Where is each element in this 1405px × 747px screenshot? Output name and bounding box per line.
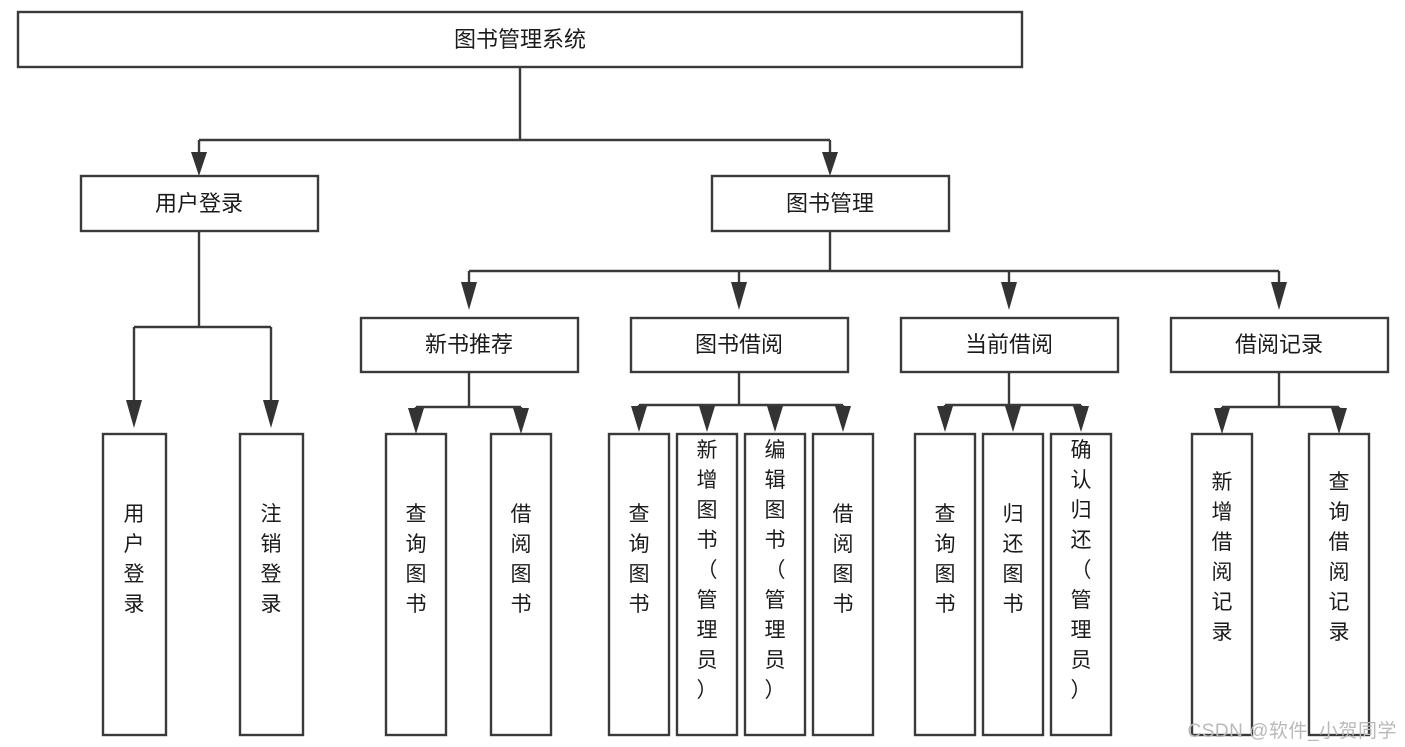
node-new-book-recommend[interactable]: 新书推荐 [359, 316, 580, 374]
node-leaf-borrow-book-1-label: 借阅图书 [511, 503, 532, 616]
node-leaf-borrow-book-2[interactable]: 借阅图书 [811, 432, 875, 737]
node-leaf-return-book-label: 归还图书 [1003, 503, 1024, 616]
node-leaf-add-record[interactable]: 新增借阅记录 [1190, 432, 1254, 737]
arrow-head-leaf-edit-book [767, 406, 783, 432]
node-leaf-query-book-2-label: 查询图书 [629, 503, 650, 616]
node-new-book-recommend-label: 新书推荐 [425, 332, 513, 357]
node-leaf-add-record-box[interactable] [1190, 432, 1254, 737]
node-leaf-confirm-return-box[interactable] [1049, 432, 1113, 737]
node-leaf-query-book-2-box[interactable] [607, 432, 671, 737]
node-leaf-edit-book-box[interactable] [743, 432, 807, 737]
node-book-manage-box[interactable] [710, 174, 951, 233]
arrow-head-user-login [191, 152, 207, 176]
node-leaf-add-book[interactable]: 新增图书（管理员） [675, 432, 739, 737]
connector-layer [126, 67, 1347, 434]
node-leaf-return-book-box[interactable] [981, 432, 1045, 737]
node-leaf-add-book-box[interactable] [675, 432, 739, 737]
node-root-box[interactable] [16, 10, 1024, 69]
node-leaf-user-logout-box[interactable] [238, 432, 305, 737]
node-leaf-user-login-label: 用户登录 [124, 503, 145, 616]
arrow-head-new-book-recommend [461, 282, 477, 310]
node-leaf-query-book-1-label: 查询图书 [406, 503, 427, 616]
node-leaf-borrow-book-2-box[interactable] [811, 432, 875, 737]
arrow-head-book-borrow [731, 282, 747, 310]
node-current-borrow-box[interactable] [899, 316, 1120, 374]
arrow-head-leaf-query-record [1331, 408, 1347, 434]
node-book-manage[interactable]: 图书管理 [710, 174, 951, 233]
arrow-head-leaf-user-login [126, 400, 142, 428]
node-leaf-user-login[interactable]: 用户登录 [101, 432, 168, 737]
node-leaf-user-login-box[interactable] [101, 432, 168, 737]
node-current-borrow[interactable]: 当前借阅 [899, 316, 1120, 374]
node-book-manage-label: 图书管理 [786, 191, 874, 216]
node-leaf-borrow-book-1[interactable]: 借阅图书 [489, 432, 553, 737]
node-leaf-user-logout-label: 注销登录 [261, 503, 282, 616]
node-leaf-add-record-label: 新增借阅记录 [1212, 471, 1233, 644]
node-leaf-confirm-return[interactable]: 确认归还（管理员） [1049, 432, 1113, 737]
node-leaf-edit-book[interactable]: 编辑图书（管理员） [743, 432, 807, 737]
arrow-head-current-borrow [1001, 282, 1017, 310]
node-leaf-query-book-1-box[interactable] [384, 432, 448, 737]
node-leaf-query-book-2[interactable]: 查询图书 [607, 432, 671, 737]
node-leaf-confirm-return-label: 确认归还（管理员） [1071, 439, 1092, 702]
node-borrow-record[interactable]: 借阅记录 [1169, 316, 1390, 374]
node-borrow-record-box[interactable] [1169, 316, 1390, 374]
node-leaf-borrow-book-1-box[interactable] [489, 432, 553, 737]
node-root[interactable]: 图书管理系统 [16, 10, 1024, 69]
arrow-head-book-manage [822, 152, 838, 176]
node-leaf-query-record-box[interactable] [1307, 432, 1371, 737]
node-leaf-query-book-1[interactable]: 查询图书 [384, 432, 448, 737]
node-leaf-borrow-book-2-label: 借阅图书 [833, 503, 854, 616]
node-leaf-edit-book-label: 编辑图书（管理员） [765, 439, 786, 702]
arrow-head-leaf-add-record [1214, 408, 1230, 434]
arrow-head-leaf-user-logout [263, 400, 279, 428]
csdn-watermark: CSDN @软件_小贺同学 [1187, 721, 1397, 742]
arrow-head-leaf-add-book [699, 406, 715, 432]
node-leaf-query-record[interactable]: 查询借阅记录 [1307, 432, 1371, 737]
node-leaf-add-book-label: 新增图书（管理员） [697, 439, 718, 702]
node-leaf-query-book-3-label: 查询图书 [935, 503, 956, 616]
node-user-login-box[interactable] [79, 174, 320, 233]
node-root-label: 图书管理系统 [454, 27, 586, 52]
arrow-head-leaf-borrow-book-1 [513, 408, 529, 434]
node-borrow-record-label: 借阅记录 [1235, 332, 1323, 357]
node-user-login-label: 用户登录 [155, 191, 243, 216]
node-leaf-query-record-label: 查询借阅记录 [1329, 471, 1350, 644]
node-leaf-query-book-3-box[interactable] [913, 432, 977, 737]
arrow-head-leaf-query-book-3 [937, 406, 953, 432]
arrow-head-leaf-query-book-2 [631, 406, 647, 432]
node-book-borrow-box[interactable] [629, 316, 850, 374]
node-user-login[interactable]: 用户登录 [79, 174, 320, 233]
node-leaf-return-book[interactable]: 归还图书 [981, 432, 1045, 737]
node-new-book-recommend-box[interactable] [359, 316, 580, 374]
arrow-head-leaf-confirm-return [1073, 406, 1089, 432]
node-book-borrow[interactable]: 图书借阅 [629, 316, 850, 374]
arrow-head-leaf-borrow-book-2 [835, 406, 851, 432]
node-leaf-query-book-3[interactable]: 查询图书 [913, 432, 977, 737]
node-leaf-user-logout[interactable]: 注销登录 [238, 432, 305, 737]
node-current-borrow-label: 当前借阅 [965, 332, 1053, 357]
arrow-head-leaf-return-book [1005, 406, 1021, 432]
arrow-head-leaf-query-book-1 [408, 408, 424, 434]
arrow-head-borrow-record [1271, 282, 1287, 310]
node-book-borrow-label: 图书借阅 [695, 332, 783, 357]
